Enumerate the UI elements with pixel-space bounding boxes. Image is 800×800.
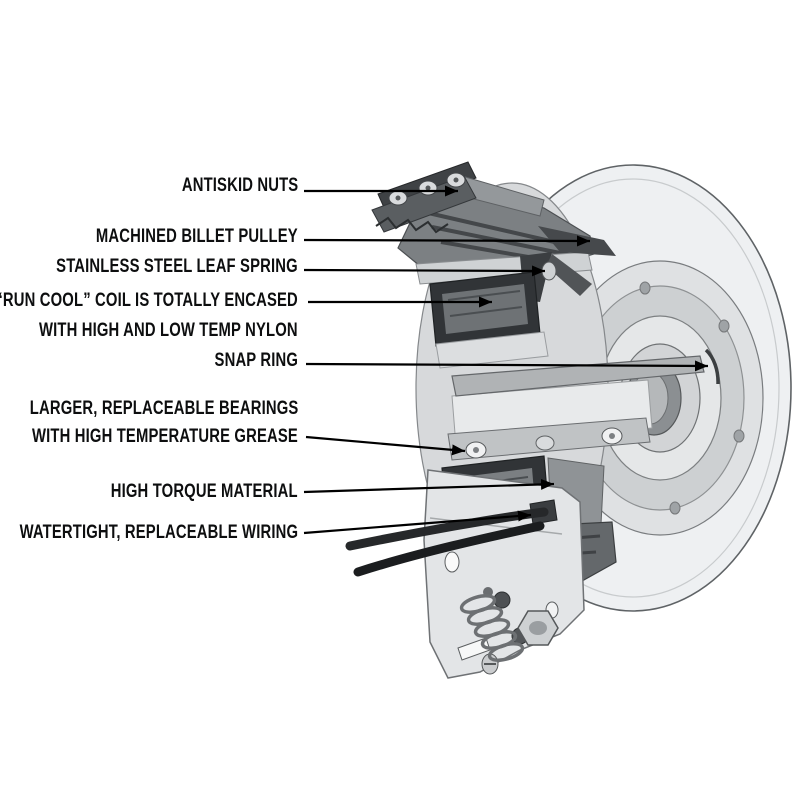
spring	[459, 594, 525, 662]
callout-run-cool-coil-line-2: WITH HIGH AND LOW TEMP NYLON	[39, 320, 298, 341]
callout-run-cool-coil-line-1: “RUN COOL” COIL IS TOTALLY ENCASED	[0, 290, 298, 311]
belt-groove	[431, 225, 581, 259]
leader-machined-billet-pulley	[303, 235, 591, 247]
leader-lines	[303, 185, 709, 535]
coil-top	[429, 271, 541, 347]
leader-wiring	[303, 510, 532, 535]
leader-leaf-spring	[303, 265, 546, 277]
bearing-ball	[535, 435, 555, 451]
callout-stainless-steel-leaf-spring: STAINLESS STEEL LEAF SPRING	[56, 256, 298, 277]
callout-snap-ring: SNAP RING	[214, 350, 298, 371]
callout-antiskid-nuts: ANTISKID NUTS	[181, 175, 298, 196]
callout-machined-billet-pulley: MACHINED BILLET PULLEY	[96, 226, 298, 247]
bearings	[447, 417, 651, 461]
callout-bearings-line-2: WITH HIGH TEMPERATURE GREASE	[32, 426, 298, 447]
bolt-head	[493, 591, 511, 609]
mounting-bracket	[423, 469, 585, 679]
hex-nut	[517, 610, 559, 646]
callout-bearings-line-1: LARGER, REPLACEABLE BEARINGS	[29, 398, 298, 419]
callout-watertight-wiring: WATERTIGHT, REPLACEABLE WIRING	[19, 522, 298, 543]
wire	[353, 521, 545, 577]
bracket-hole	[444, 551, 460, 573]
leader-high-torque	[303, 478, 555, 494]
leader-bearings	[305, 435, 466, 456]
leader-snap-ring	[305, 360, 709, 372]
callout-high-torque-material: HIGH TORQUE MATERIAL	[110, 481, 298, 502]
snap-ring	[704, 348, 720, 385]
